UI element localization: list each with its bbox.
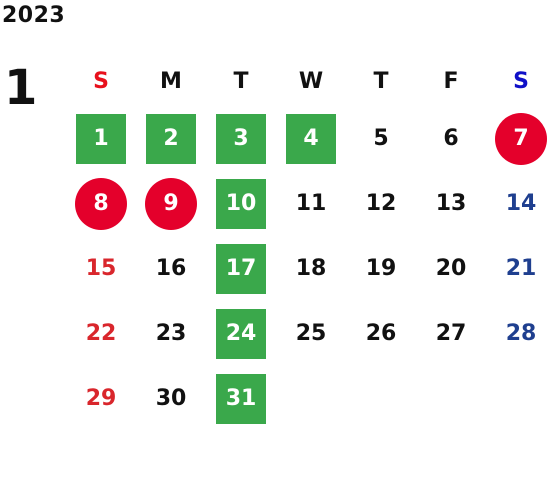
calendar-day[interactable]: 31 (206, 366, 276, 431)
highlight-square: 17 (216, 243, 266, 294)
calendar-day[interactable]: 15 (66, 236, 136, 301)
weekday-header: W (298, 68, 324, 94)
weekday-header: S (93, 68, 109, 94)
day-number: 16 (155, 256, 187, 281)
calendar-day[interactable]: 8 (66, 171, 136, 236)
calendar-day[interactable]: 18 (276, 236, 346, 301)
weekday-header: S (513, 68, 529, 94)
calendar-day[interactable]: 9 (136, 171, 206, 236)
calendar-day[interactable]: 29 (66, 366, 136, 431)
highlight-circle: 7 (495, 112, 547, 165)
calendar-month: 1 (4, 60, 38, 116)
day-number: 13 (435, 191, 467, 216)
calendar-day[interactable]: 22 (66, 301, 136, 366)
calendar-day[interactable]: 25 (276, 301, 346, 366)
day-number: 29 (85, 386, 117, 411)
day-number: 23 (155, 321, 187, 346)
calendar-day[interactable]: 21 (486, 236, 548, 301)
highlight-square: 1 (76, 113, 126, 164)
calendar-day[interactable]: 16 (136, 236, 206, 301)
weekday-header: T (373, 68, 389, 94)
calendar-day[interactable]: 12 (346, 171, 416, 236)
calendar-day[interactable]: 27 (416, 301, 486, 366)
highlight-square: 10 (216, 178, 266, 229)
calendar-day[interactable]: 20 (416, 236, 486, 301)
day-number: 30 (155, 386, 187, 411)
day-number: 27 (435, 321, 467, 346)
calendar-day[interactable]: 13 (416, 171, 486, 236)
calendar-day[interactable]: 1 (66, 106, 136, 171)
day-number: 21 (505, 256, 537, 281)
highlight-square: 3 (216, 113, 266, 164)
day-number: 6 (443, 126, 459, 151)
weekday-header: T (233, 68, 249, 94)
calendar-day[interactable]: 10 (206, 171, 276, 236)
highlight-square: 24 (216, 308, 266, 359)
day-number: 22 (85, 321, 117, 346)
calendar-day[interactable]: 14 (486, 171, 548, 236)
day-number: 25 (295, 321, 327, 346)
day-number: 20 (435, 256, 467, 281)
day-number: 18 (295, 256, 327, 281)
calendar-day[interactable]: 7 (486, 106, 548, 171)
calendar-day[interactable]: 19 (346, 236, 416, 301)
day-number: 12 (365, 191, 397, 216)
calendar-day[interactable]: 11 (276, 171, 346, 236)
calendar-day[interactable]: 28 (486, 301, 548, 366)
weekday-header: M (160, 68, 182, 94)
calendar-day[interactable]: 26 (346, 301, 416, 366)
calendar-day[interactable]: 5 (346, 106, 416, 171)
day-number: 26 (365, 321, 397, 346)
calendar-year: 2023 (2, 3, 66, 28)
weekday-header: F (443, 68, 459, 94)
calendar-day[interactable]: 4 (276, 106, 346, 171)
calendar-day[interactable]: 23 (136, 301, 206, 366)
calendar-day[interactable]: 30 (136, 366, 206, 431)
highlight-square: 2 (146, 113, 196, 164)
day-number: 14 (505, 191, 537, 216)
highlight-square: 4 (286, 113, 336, 164)
day-number: 11 (295, 191, 327, 216)
highlight-circle: 8 (75, 177, 127, 230)
highlight-circle: 9 (145, 177, 197, 230)
day-number: 15 (85, 256, 117, 281)
calendar-day[interactable]: 24 (206, 301, 276, 366)
calendar-day[interactable]: 17 (206, 236, 276, 301)
day-number: 5 (373, 126, 389, 151)
calendar-day[interactable]: 3 (206, 106, 276, 171)
day-number: 19 (365, 256, 397, 281)
calendar-day[interactable]: 6 (416, 106, 486, 171)
highlight-square: 31 (216, 373, 266, 424)
calendar-day[interactable]: 2 (136, 106, 206, 171)
day-number: 28 (505, 321, 537, 346)
